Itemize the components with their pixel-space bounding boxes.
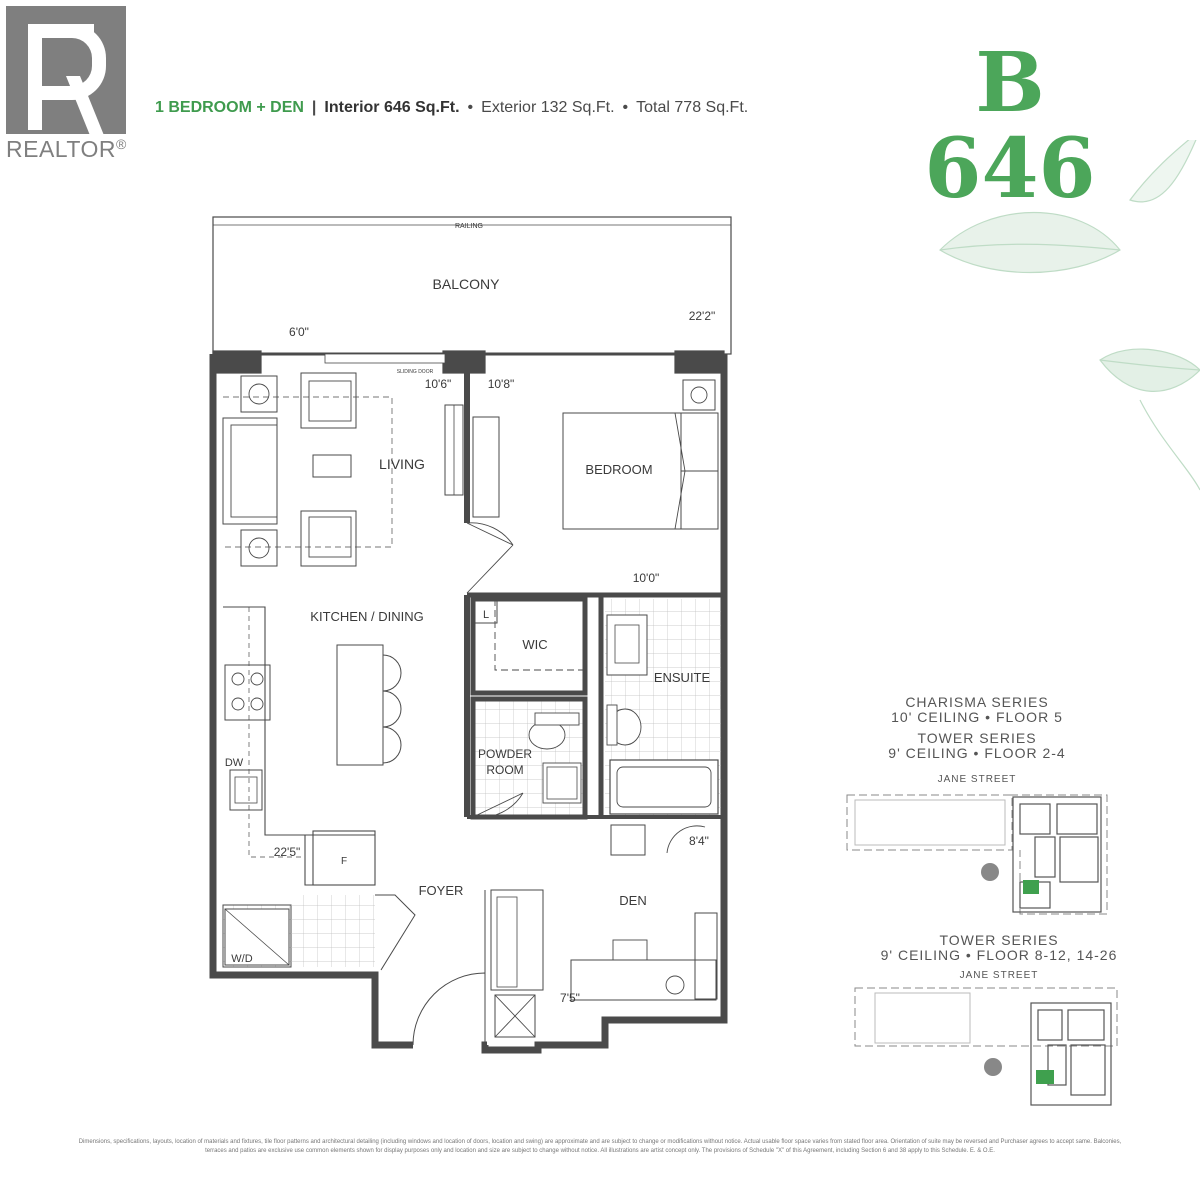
series1-line4: 9' CEILING • FLOOR 2-4 (888, 745, 1066, 761)
series1-line2: 10' CEILING • FLOOR 5 (891, 709, 1063, 725)
label-bedroom: BEDROOM (585, 462, 652, 477)
series-block-1: CHARISMA SERIES 10' CEILING • FLOOR 5 TO… (827, 695, 1127, 761)
series1-street: JANE STREET (937, 774, 1017, 785)
series2-line1: TOWER SERIES (939, 932, 1059, 948)
suite-letter: B (975, 35, 1045, 131)
label-living: LIVING (379, 456, 425, 472)
realtor-r-icon (6, 6, 126, 134)
keyplan-2 (854, 987, 1118, 1106)
label-sliding-door: SLIDING DOOR (397, 369, 434, 375)
label-railing: RAILING (455, 223, 483, 230)
floor-plan: RAILING BALCONY SLIDING DOOR LIVING BEDR… (209, 216, 732, 1054)
dim-kitchen-length: 22'5" (274, 845, 301, 859)
label-balcony: BALCONY (433, 276, 501, 292)
series1-line3: TOWER SERIES (917, 730, 1037, 746)
suite-summary: 1 BEDROOM + DEN|Interior 646 Sq.Ft.•Exte… (155, 99, 749, 116)
dim-den-depth: 7'5" (560, 991, 580, 1005)
label-kitchen-dining: KITCHEN / DINING (310, 609, 423, 624)
total-area: Total 778 Sq.Ft. (636, 99, 749, 116)
dim-den-width: 8'4" (689, 834, 709, 848)
series2-street: JANE STREET (959, 970, 1039, 981)
series-block-2: TOWER SERIES 9' CEILING • FLOOR 8-12, 14… (849, 933, 1149, 963)
label-wic: WIC (522, 637, 547, 652)
dim-bedroom-depth: 10'0" (633, 571, 660, 585)
decorative-leaves (939, 140, 1200, 491)
realtor-logo-text: REALTOR (6, 136, 117, 162)
label-foyer: FOYER (419, 883, 464, 898)
dim-living-width: 10'6" (425, 377, 452, 391)
keyplan-1 (846, 794, 1108, 915)
keyplan-1-unit-marker (1023, 880, 1039, 894)
compass-icon (981, 863, 999, 881)
dim-balcony-width: 6'0" (289, 325, 309, 339)
label-den: DEN (619, 893, 646, 908)
realtor-logo: REALTOR® (6, 6, 128, 163)
unit-type: 1 BEDROOM + DEN (155, 99, 304, 116)
label-fridge: F (341, 856, 347, 867)
dim-bedroom-width: 10'8" (488, 377, 515, 391)
suite-code: B 646 (905, 40, 1115, 212)
registered-mark: ® (116, 136, 127, 152)
interior-area: Interior 646 Sq.Ft. (324, 99, 460, 116)
label-powder-2: ROOM (486, 763, 523, 777)
series2-line2: 9' CEILING • FLOOR 8-12, 14-26 (880, 947, 1118, 963)
suite-number: 646 (924, 121, 1096, 217)
label-powder-1: POWDER (478, 747, 532, 761)
label-wd: W/D (231, 953, 252, 965)
label-linen: L (483, 609, 489, 621)
keyplan-2-unit-marker (1036, 1070, 1054, 1084)
label-dw: DW (225, 757, 244, 769)
compass-icon (984, 1058, 1002, 1076)
exterior-area: Exterior 132 Sq.Ft. (481, 99, 615, 116)
dim-balcony-length: 22'2" (689, 309, 716, 323)
label-ensuite: ENSUITE (654, 670, 711, 685)
disclaimer: Dimensions, specifications, layouts, loc… (78, 1139, 1122, 1154)
series1-line1: CHARISMA SERIES (905, 694, 1049, 710)
